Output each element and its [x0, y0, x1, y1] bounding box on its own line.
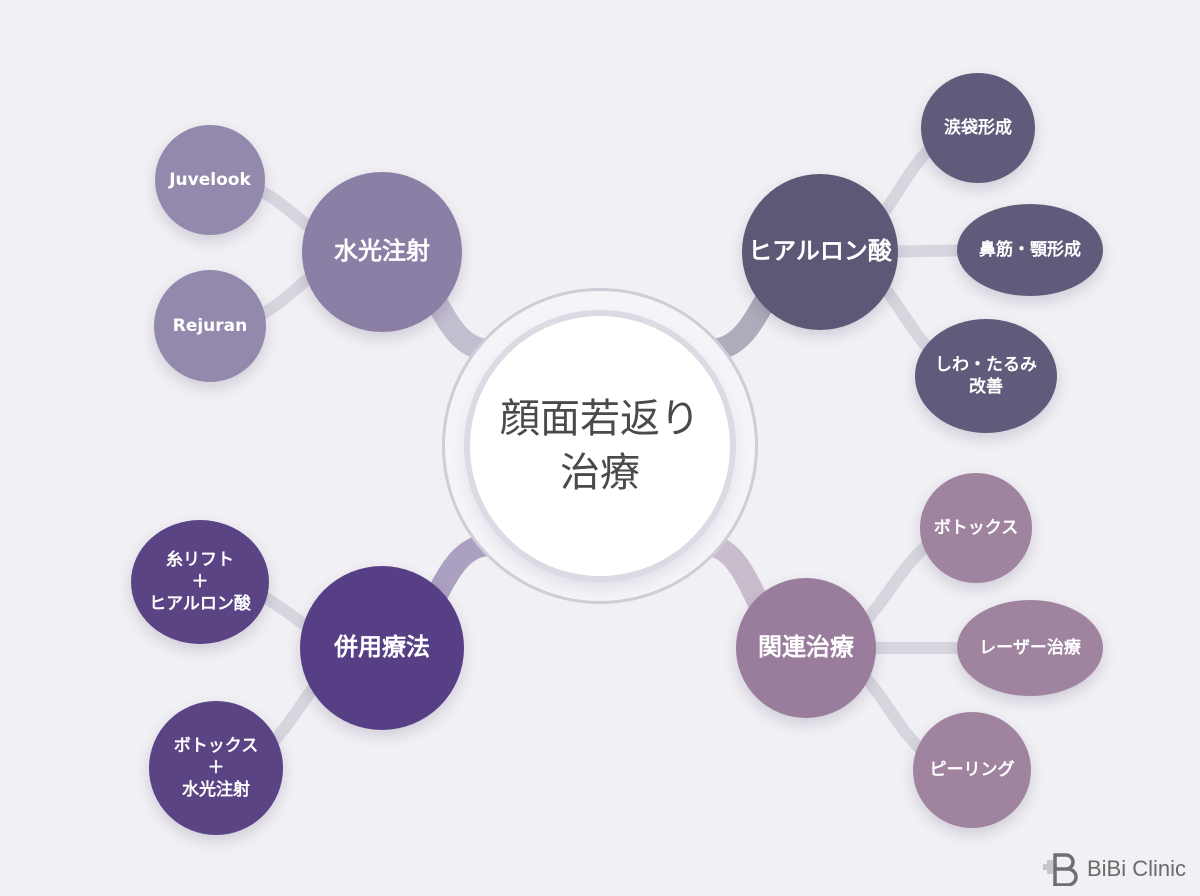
- leaf-node-combined-0: 糸リフト ＋ ヒアルロン酸: [131, 520, 269, 644]
- leaf-node-water-0: Juvelook: [155, 125, 265, 235]
- branch-label-hyaluronic: ヒアルロン酸: [748, 237, 892, 266]
- branch-label-combined: 併用療法: [334, 633, 430, 662]
- leaf-label-related-2: ピーリング: [929, 759, 1015, 780]
- bibi-clinic-logo-icon: [1042, 853, 1078, 886]
- leaf-label-hyaluronic-2: しわ・たるみ 改善: [935, 354, 1037, 397]
- leaf-label-combined-0: 糸リフト ＋ ヒアルロン酸: [149, 549, 251, 615]
- leaf-node-hyaluronic-2: しわ・たるみ 改善: [915, 319, 1057, 433]
- logo-text: BiBi Clinic: [1086, 856, 1186, 881]
- branch-label-water: 水光注射: [334, 237, 430, 266]
- leaf-node-related-1: レーザー治療: [957, 600, 1103, 696]
- leaf-node-water-1: Rejuran: [154, 270, 266, 382]
- leaf-label-combined-1: ボトックス ＋ 水光注射: [173, 735, 259, 801]
- center-node: 顔面若返り 治療: [470, 316, 730, 576]
- center-label: 顔面若返り 治療: [500, 396, 700, 496]
- leaf-node-related-0: ボトックス: [920, 473, 1032, 583]
- leaf-node-combined-1: ボトックス ＋ 水光注射: [149, 701, 283, 835]
- leaf-label-hyaluronic-0: 涙袋形成: [944, 117, 1012, 138]
- leaf-node-related-2: ピーリング: [913, 712, 1031, 828]
- leaf-label-related-0: ボトックス: [933, 517, 1019, 538]
- branch-node-hyaluronic: ヒアルロン酸: [742, 174, 898, 330]
- branch-node-related: 関連治療: [736, 578, 876, 718]
- leaf-label-water-0: Juvelook: [169, 169, 251, 190]
- leaf-label-water-1: Rejuran: [172, 315, 248, 336]
- branch-node-water: 水光注射: [302, 172, 462, 332]
- branch-label-related: 関連治療: [758, 633, 854, 662]
- leaf-node-hyaluronic-1: 鼻筋・顎形成: [957, 204, 1103, 296]
- leaf-node-hyaluronic-0: 涙袋形成: [921, 73, 1035, 183]
- leaf-label-related-1: レーザー治療: [979, 637, 1081, 658]
- branch-node-combined: 併用療法: [300, 566, 464, 730]
- clinic-logo: BiBi Clinic: [1039, 852, 1186, 886]
- leaf-label-hyaluronic-1: 鼻筋・顎形成: [979, 239, 1081, 260]
